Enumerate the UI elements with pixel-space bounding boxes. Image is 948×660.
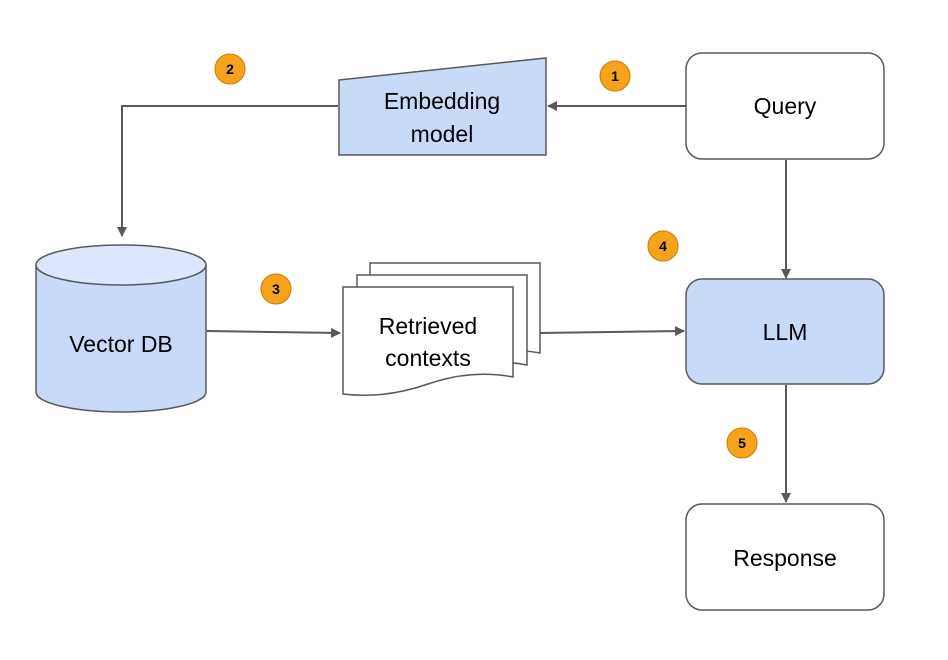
step-badge-1: 1 [599, 60, 631, 92]
query-node: Query [685, 52, 885, 160]
vector-db-node: Vector DB [35, 244, 207, 413]
response-box [685, 503, 885, 611]
step-badge-4-circle [647, 230, 679, 262]
step-badge-2: 2 [214, 53, 246, 85]
vector-db-label: Vector DB [69, 331, 173, 357]
query-label: Query [754, 93, 817, 119]
embedding-model-label-line1: Embedding [384, 88, 500, 114]
retrieved-contexts-node: Retrieved contexts [342, 262, 541, 396]
step-badge-5: 5 [726, 427, 758, 459]
step-badge-4: 4 [647, 230, 679, 262]
arrow-embedding-to-vectordb [117, 105, 338, 237]
embedding-model-node: Embedding model [338, 57, 547, 156]
llm-node: LLM [685, 278, 885, 385]
llm-box [685, 278, 885, 385]
query-box [685, 52, 885, 160]
vector-db-body [35, 265, 207, 413]
step-badge-3: 3 [260, 273, 292, 305]
step-badge-4-label: 4 [659, 238, 667, 254]
step-badge-5-circle [726, 427, 758, 459]
connectors [117, 101, 791, 503]
step-badge-3-circle [260, 273, 292, 305]
step-badge-1-label: 1 [611, 68, 619, 84]
step-badge-1-circle [599, 60, 631, 92]
step-badge-2-circle [214, 53, 246, 85]
step-badge-5-label: 5 [738, 435, 746, 451]
response-node: Response [685, 503, 885, 611]
step-badge-3-label: 3 [272, 281, 280, 297]
arrow-vectordb-to-contexts [206, 327, 341, 338]
step-badge-2-label: 2 [226, 61, 234, 77]
vector-db-top [35, 244, 207, 286]
embedding-model-label-line2: model [411, 121, 474, 147]
retrieved-contexts-label-line1: Retrieved [379, 313, 477, 339]
embedding-model-shape [338, 57, 547, 156]
document-front [342, 286, 514, 396]
response-label: Response [733, 545, 837, 571]
llm-label: LLM [763, 319, 808, 345]
arrow-contexts-to-llm [539, 326, 685, 337]
retrieved-contexts-label-line2: contexts [385, 345, 471, 371]
